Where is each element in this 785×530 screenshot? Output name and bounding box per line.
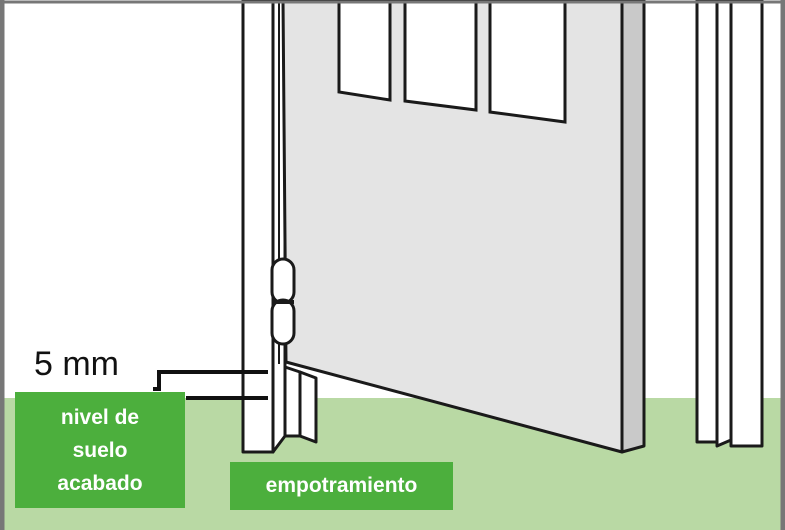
door-windows <box>337 0 567 124</box>
finished-floor-line-3: acabado <box>57 471 143 495</box>
gap-dimension-label: 5 mm <box>34 345 119 383</box>
finished-floor-label: nivel de suelo acabado <box>15 392 185 508</box>
finished-floor-line-1: nivel de <box>60 405 140 429</box>
recess-label: empotramiento <box>230 462 453 510</box>
right-door-frame <box>695 0 764 448</box>
dimension-lines <box>153 370 268 400</box>
finished-floor-line-2: suelo <box>72 438 128 462</box>
hinge <box>270 257 296 346</box>
